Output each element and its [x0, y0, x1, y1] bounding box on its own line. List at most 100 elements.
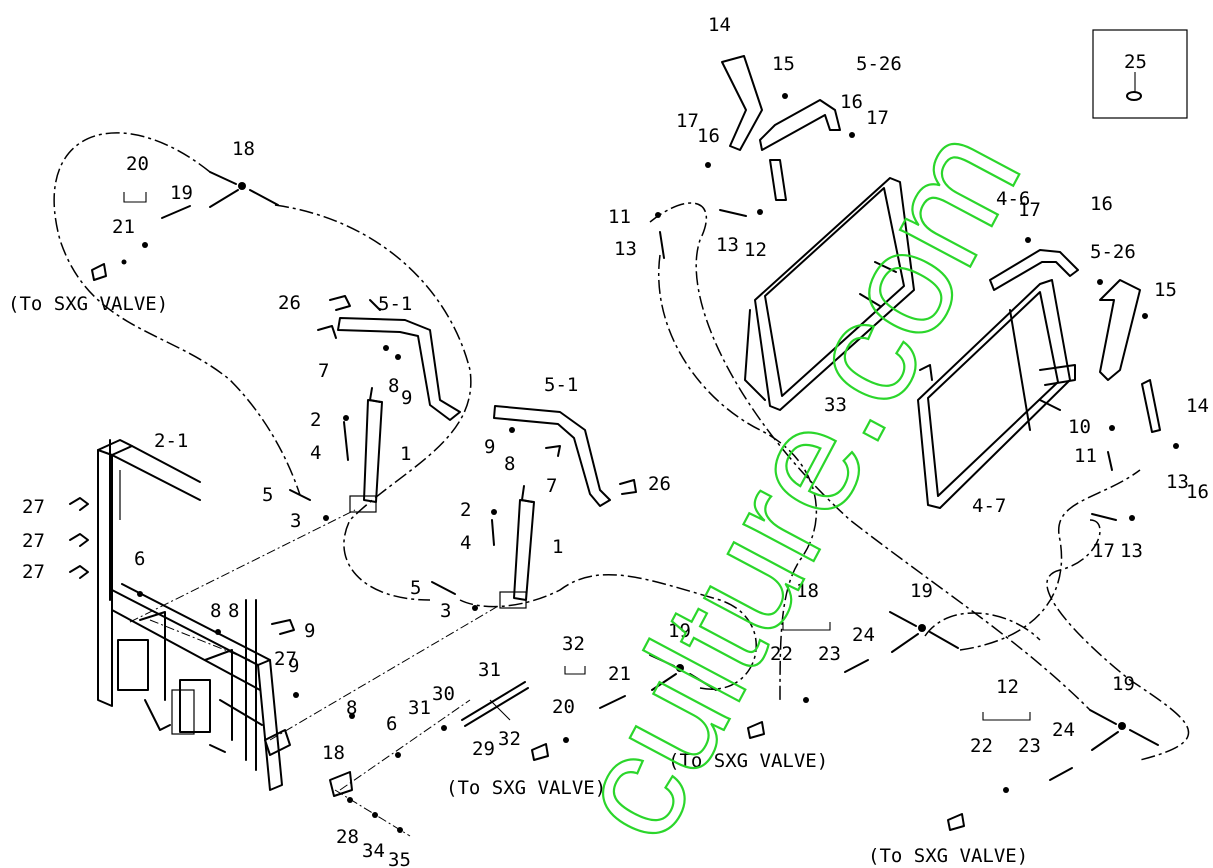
note-to-sxg-valve-2: (To SXG VALVE) [446, 777, 606, 799]
callout: 9 [484, 436, 495, 458]
callout: 15 [1154, 279, 1177, 301]
callout: 17 [1018, 199, 1041, 221]
callout: 19 [910, 580, 933, 602]
note-to-sxg-valve-3: (To SXG VALVE) [668, 750, 828, 772]
callout: 26 [278, 292, 301, 314]
callout: 27 [22, 530, 45, 552]
callout: 22 [970, 735, 993, 757]
callout: 17 [866, 107, 889, 129]
control-lever-29 [461, 681, 529, 727]
callout: 11 [1074, 445, 1097, 467]
callout: 17 [1092, 540, 1115, 562]
clip-27-set [69, 497, 295, 635]
callout: 27 [274, 648, 297, 670]
tee-fittings [209, 171, 1159, 751]
callout: 20 [126, 153, 149, 175]
callout: 7 [546, 475, 557, 497]
callout: 9 [304, 620, 315, 642]
inset-box-25: 25 [1092, 29, 1188, 119]
callout: 4 [460, 532, 471, 554]
note-to-sxg-valve-4: (To SXG VALVE) [868, 845, 1028, 867]
callout: 32 [498, 728, 521, 750]
callout: 26 [648, 473, 671, 495]
callout: 27 [22, 561, 45, 583]
callout: 34 [362, 840, 385, 862]
valve-port-icons [91, 263, 965, 831]
callout: 16 [697, 125, 720, 147]
callout: 21 [112, 216, 135, 238]
callout: 29 [472, 738, 495, 760]
o-ring-icon [1126, 91, 1142, 101]
callout: 14 [1186, 395, 1209, 417]
callout: 1 [400, 443, 411, 465]
callout: 19 [1112, 673, 1135, 695]
callout: 8 [210, 600, 221, 622]
callout: 22 [770, 643, 793, 665]
callout: 13 [1166, 471, 1189, 493]
gate-4-7 [744, 177, 915, 411]
right-arm-5-26 [989, 249, 1161, 433]
callout: 24 [1052, 719, 1075, 741]
callout: 17 [676, 110, 699, 132]
callout: 23 [818, 643, 841, 665]
callout: 15 [772, 53, 795, 75]
callout: 8 [388, 375, 399, 397]
callout: 13 [614, 238, 637, 260]
callout: 5-26 [856, 53, 902, 75]
callout: 4-7 [972, 495, 1006, 517]
callout: 7 [318, 360, 329, 382]
callout: 16 [840, 91, 863, 113]
callout: 9 [288, 655, 299, 677]
callout: 33 [824, 394, 847, 416]
callout: 13 [1120, 540, 1143, 562]
leader-lines [123, 192, 1031, 721]
callout: 5 [262, 484, 273, 506]
cylinder-1-right [499, 485, 535, 609]
callout: 8 [228, 600, 239, 622]
callout: 27 [22, 496, 45, 518]
callout: 6 [386, 713, 397, 735]
upper-cylinder [721, 55, 841, 201]
callout: 5-26 [1090, 241, 1136, 263]
callout: 2 [310, 409, 321, 431]
callout: 16 [1186, 481, 1209, 503]
callout: 10 [1068, 416, 1091, 438]
callout: 31 [408, 697, 431, 719]
callout: 14 [708, 14, 731, 36]
callout: 18 [322, 742, 345, 764]
callout: 18 [796, 580, 819, 602]
callout: 1 [552, 536, 563, 558]
hydraulic-hoses [53, 132, 1190, 761]
callout: 4-6 [996, 188, 1030, 210]
callout: 19 [668, 620, 691, 642]
cylinder-1-left [349, 387, 383, 513]
gate-4-6 [917, 279, 1076, 509]
callout: 3 [440, 600, 451, 622]
assembly-center-lines [129, 509, 501, 837]
callout: 4 [310, 442, 321, 464]
callout: 13 [716, 234, 739, 256]
hardware-dots [121, 93, 1179, 833]
callout: 5-1 [544, 374, 578, 396]
callout: 5-1 [378, 293, 412, 315]
callout: 20 [552, 696, 575, 718]
main-frame [97, 439, 291, 791]
callout: 23 [1018, 735, 1041, 757]
arm-5-1-left [317, 295, 461, 421]
callout: 16 [1090, 193, 1113, 215]
callout: 2-1 [154, 430, 188, 452]
hose-ends [161, 205, 1117, 781]
callout: 28 [336, 826, 359, 848]
callout: 8 [346, 697, 357, 719]
callout: 9 [401, 387, 412, 409]
callout: 5 [410, 577, 421, 599]
callout: 12 [996, 676, 1019, 698]
callout: 32 [562, 633, 585, 655]
callout-inset-25: 25 [1124, 51, 1147, 73]
callout: 35 [388, 849, 411, 868]
callout: 24 [852, 624, 875, 646]
callout: 30 [432, 683, 455, 705]
callout: 6 [134, 548, 145, 570]
